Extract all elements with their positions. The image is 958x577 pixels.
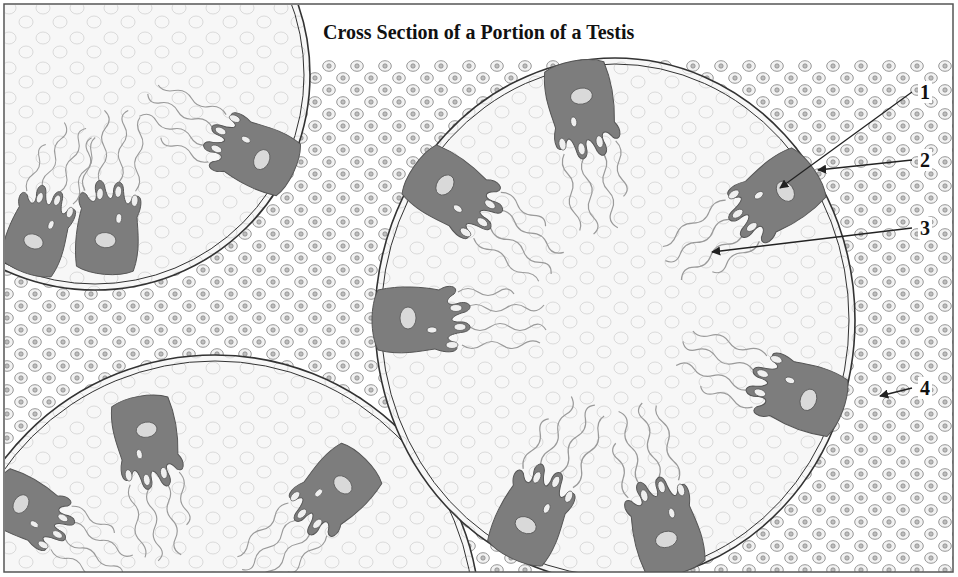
tubule-top-left [5,5,310,290]
callout-number: 4 [918,377,932,399]
callout-number: 2 [918,149,932,171]
sertoli-cell [395,138,576,292]
leader-line [780,92,912,188]
leader-line [880,388,912,396]
leader-line [818,160,912,170]
sertoli-cell [600,397,709,572]
sertoli-cell [5,115,105,283]
sertoli-cell [372,286,546,353]
callout-number: 1 [918,81,932,103]
sertoli-cell [73,107,150,277]
sertoli-cell [108,391,199,565]
tubule-main [372,55,855,572]
diagram-title: Cross Section of a Portion of a Testis [317,21,640,44]
sertoli-cell [652,142,833,296]
sertoli-cell [130,74,307,201]
sertoli-cell [482,387,616,572]
frame [4,4,953,572]
leader-line [712,228,912,252]
sertoli-cell [668,320,854,442]
tissue [5,5,953,572]
callout-number: 3 [918,217,932,239]
sertoli-cell [5,463,143,572]
sertoli-cell [541,55,637,238]
sertoli-cell [227,437,389,572]
